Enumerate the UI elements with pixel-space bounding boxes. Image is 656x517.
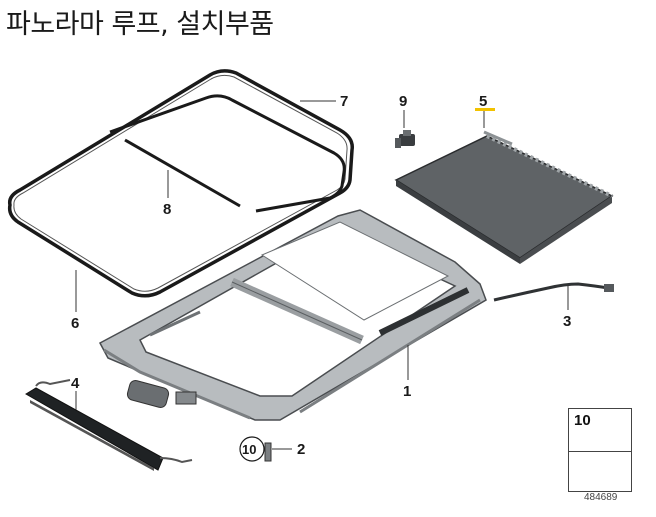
callout-10: 10	[242, 442, 256, 457]
fastener-legend-box: 10	[568, 408, 632, 492]
callout-7: 7	[340, 93, 348, 110]
callout-9: 9	[399, 93, 407, 110]
legend-divider	[569, 451, 631, 452]
drain-hose-part[interactable]	[493, 282, 614, 302]
legend-number: 10	[574, 412, 591, 429]
outer-seal-part[interactable]	[7, 69, 354, 298]
callout-2: 2	[297, 441, 305, 458]
callout-10-circle	[239, 436, 265, 462]
callout-4: 4	[71, 375, 80, 392]
roof-frame-part[interactable]	[98, 209, 487, 421]
inner-seal-part[interactable]	[109, 94, 346, 213]
document-number: 484689	[584, 492, 618, 503]
sunblind-part[interactable]	[394, 130, 614, 264]
callout-6: 6	[71, 315, 79, 332]
callout-5: 5	[479, 93, 487, 110]
leader-lines	[75, 100, 569, 450]
wind-deflector-part[interactable]	[25, 379, 193, 471]
drain-plug-part[interactable]	[264, 442, 272, 462]
callout-3: 3	[563, 313, 571, 330]
highlight-marker	[475, 108, 495, 111]
clip-part[interactable]	[395, 130, 415, 148]
callout-1: 1	[403, 383, 411, 400]
callout-8: 8	[163, 201, 171, 218]
page-title: 파노라마 루프, 설치부품	[6, 9, 274, 40]
